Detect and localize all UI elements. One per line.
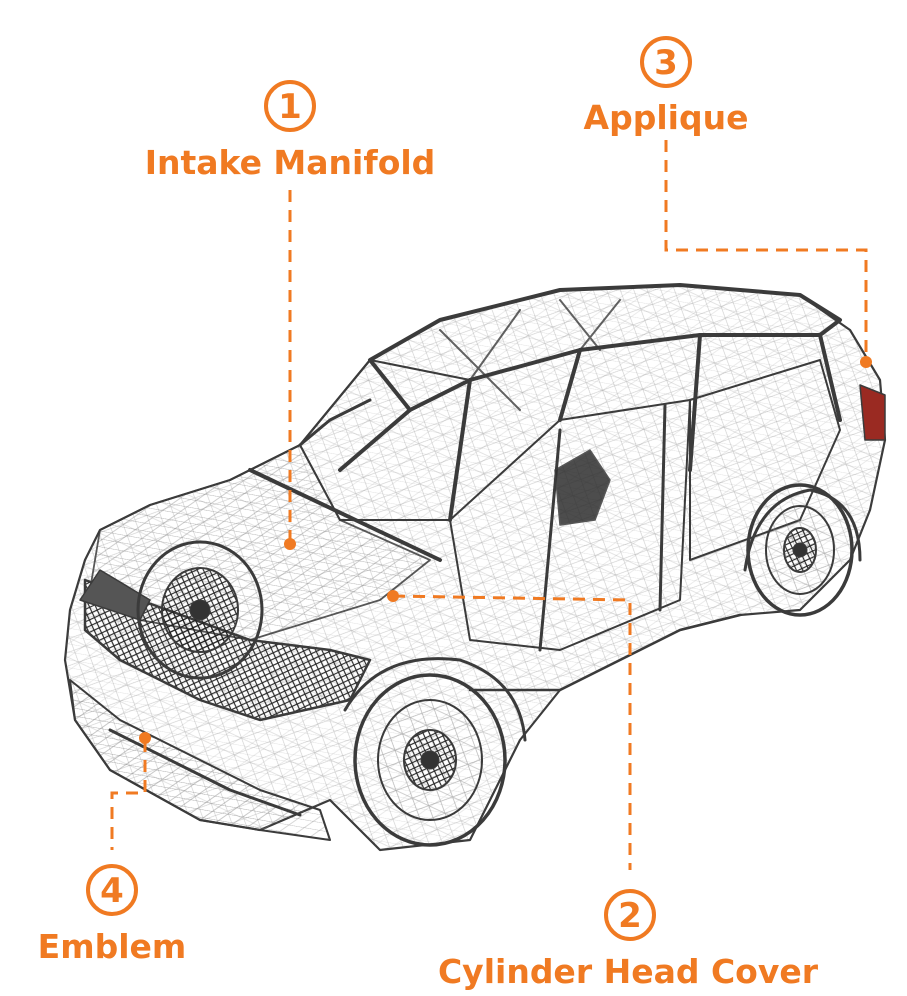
side-mirror bbox=[554, 449, 611, 526]
callout-2-number: 2 bbox=[618, 896, 642, 936]
leader-line-applique bbox=[664, 140, 868, 360]
headlight bbox=[79, 569, 151, 621]
car-wireframe bbox=[63, 283, 887, 852]
front-left-wheel bbox=[136, 540, 264, 680]
callout-2-marker bbox=[604, 889, 656, 941]
callout-1-label: Intake Manifold bbox=[145, 143, 436, 182]
callout-4-label: Emblem bbox=[38, 927, 187, 966]
callout-1-number: 1 bbox=[278, 87, 302, 127]
callout-2-label: Cylinder Head Cover bbox=[438, 952, 819, 991]
rear-right-wheel bbox=[746, 483, 854, 617]
leader-line-emblem bbox=[110, 740, 147, 850]
callout-3-marker bbox=[640, 36, 692, 88]
rear-taillight bbox=[859, 384, 886, 441]
callout-3-number: 3 bbox=[654, 43, 678, 83]
rear-door bbox=[689, 359, 841, 561]
anchor-dot-cylinder-head-cover bbox=[387, 590, 399, 602]
anchor-dot-emblem bbox=[139, 732, 151, 744]
front-right-wheel bbox=[353, 673, 507, 847]
roof-frame bbox=[368, 283, 842, 412]
callout-4-marker bbox=[86, 864, 138, 916]
callout-4-number: 4 bbox=[100, 871, 124, 911]
callout-1-marker bbox=[264, 80, 316, 132]
front-door bbox=[449, 399, 691, 651]
anchor-dot-applique bbox=[860, 356, 872, 368]
anchor-dot-intake-manifold bbox=[284, 538, 296, 550]
front-bumper bbox=[69, 679, 331, 841]
callout-3-label: Applique bbox=[584, 98, 749, 137]
